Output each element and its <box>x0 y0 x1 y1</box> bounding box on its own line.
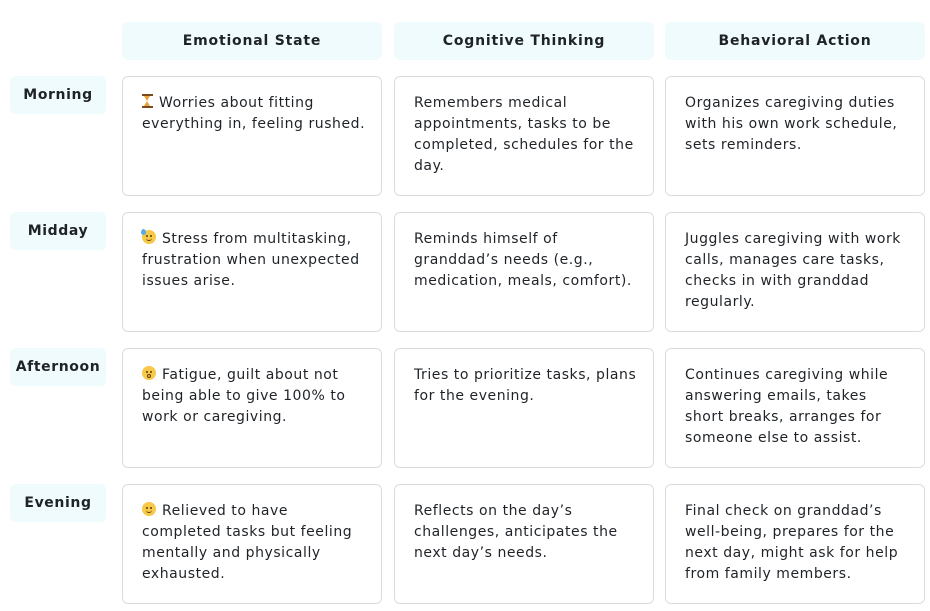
column-header-cognitive-thinking: Cognitive Thinking <box>394 22 654 60</box>
cell-midday-cognitive: Reminds himself of granddad’s needs (e.g… <box>394 212 654 332</box>
cell-text: Reminds himself of granddad’s needs (e.g… <box>414 231 632 289</box>
cell-text: Juggles caregiving with work calls, mana… <box>685 231 901 310</box>
cell-text: Tries to prioritize tasks, plans for the… <box>414 367 637 404</box>
cell-afternoon-cognitive: Tries to prioritize tasks, plans for the… <box>394 348 654 468</box>
row-label-afternoon: Afternoon <box>10 348 106 386</box>
cell-morning-cognitive: Remembers medical appointments, tasks to… <box>394 76 654 196</box>
cell-text: Organizes caregiving duties with his own… <box>685 95 898 153</box>
cell-morning-behavioral: Organizes caregiving duties with his own… <box>665 76 925 196</box>
cell-text: Worries about fitting everything in, fee… <box>142 95 366 132</box>
column-header-emotional-state: Emotional State <box>122 22 382 60</box>
sweat-face-icon <box>141 229 156 244</box>
relieved-face-icon <box>142 502 156 516</box>
row-label-midday: Midday <box>10 212 106 250</box>
cell-evening-emotional: Relieved to have completed tasks but fee… <box>122 484 382 604</box>
tired-face-icon <box>142 366 156 380</box>
cell-text: Stress from multitasking, frustration wh… <box>142 231 360 289</box>
cell-afternoon-emotional: Fatigue, guilt about not being able to g… <box>122 348 382 468</box>
cell-afternoon-behavioral: Continues caregiving while answering ema… <box>665 348 925 468</box>
cell-text: Reflects on the day’s challenges, antici… <box>414 503 618 561</box>
cell-text: Relieved to have completed tasks but fee… <box>142 503 353 582</box>
hourglass-icon <box>142 94 153 108</box>
cell-midday-emotional: Stress from multitasking, frustration wh… <box>122 212 382 332</box>
cell-evening-behavioral: Final check on granddad’s well-being, pr… <box>665 484 925 604</box>
row-label-evening: Evening <box>10 484 106 522</box>
column-header-behavioral-action: Behavioral Action <box>665 22 925 60</box>
cell-text: Remembers medical appointments, tasks to… <box>414 95 634 174</box>
cell-evening-cognitive: Reflects on the day’s challenges, antici… <box>394 484 654 604</box>
cell-midday-behavioral: Juggles caregiving with work calls, mana… <box>665 212 925 332</box>
cell-text: Fatigue, guilt about not being able to g… <box>142 367 346 425</box>
cell-text: Final check on granddad’s well-being, pr… <box>685 503 899 582</box>
cell-text: Continues caregiving while answering ema… <box>685 367 889 446</box>
row-label-morning: Morning <box>10 76 106 114</box>
cell-morning-emotional: Worries about fitting everything in, fee… <box>122 76 382 196</box>
